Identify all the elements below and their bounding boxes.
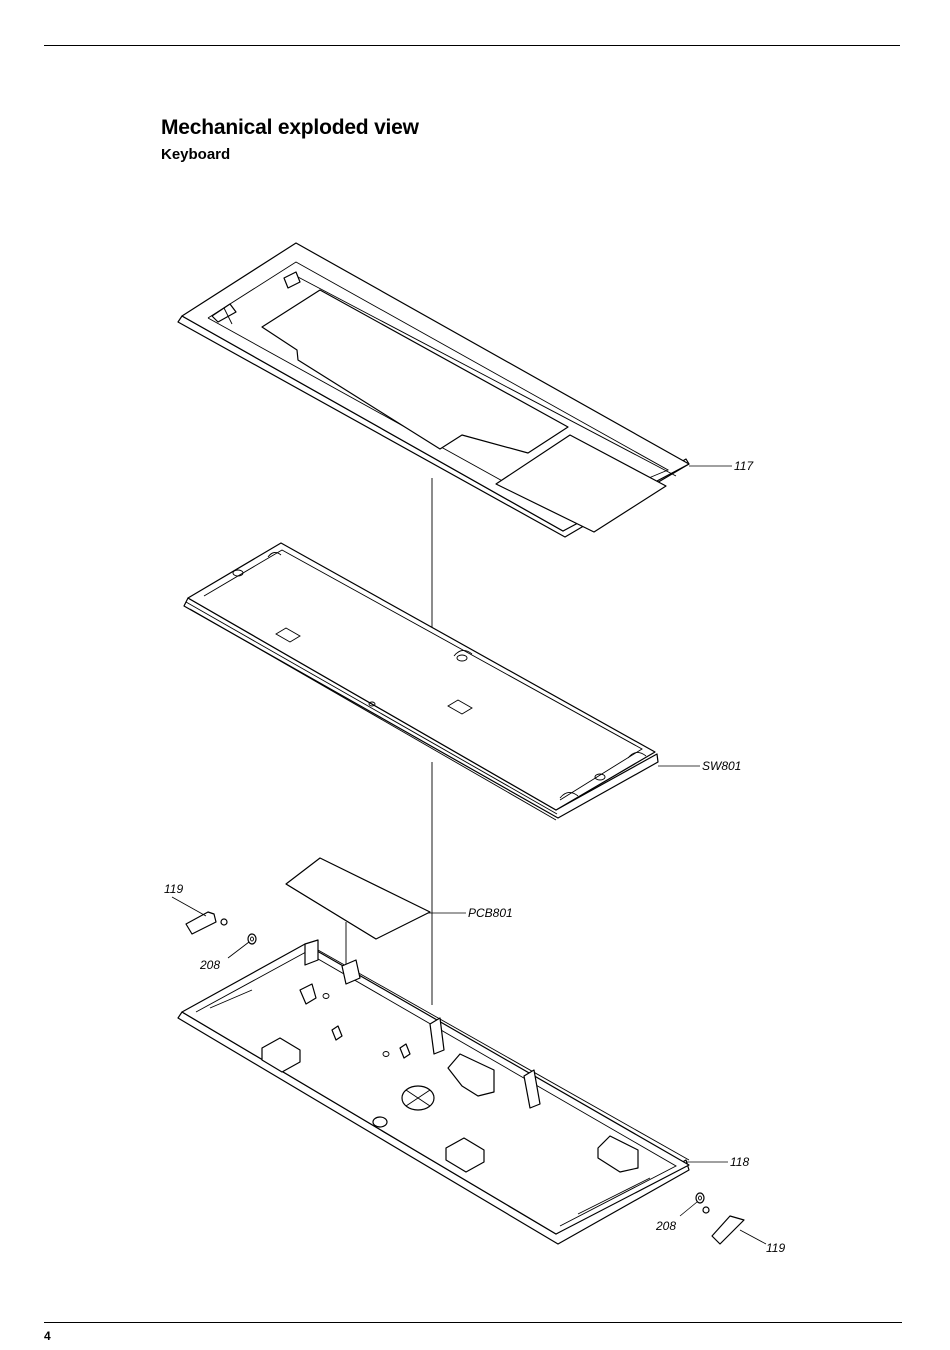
callout-pcb801: PCB801 — [468, 906, 513, 920]
bottom-rule — [44, 1322, 902, 1323]
pcb-801 — [286, 858, 430, 939]
bottom-case-118 — [178, 940, 689, 1244]
callout-117: 117 — [734, 459, 754, 473]
callout-sw801: SW801 — [702, 759, 741, 773]
washer-left-208 — [248, 934, 256, 944]
foot-left-119 — [186, 912, 227, 934]
callout-208-right: 208 — [655, 1219, 676, 1233]
callout-208-left: 208 — [199, 958, 220, 972]
foot-right-119 — [703, 1207, 744, 1244]
washer-right-208 — [696, 1193, 704, 1203]
callout-119-right: 119 — [766, 1241, 785, 1255]
page-number: 4 — [44, 1329, 51, 1343]
assembly-axis — [346, 478, 432, 1022]
switch-assembly-sw801 — [184, 543, 658, 820]
callout-119-left: 119 — [164, 882, 183, 896]
callout-118: 118 — [730, 1155, 749, 1169]
top-cover-117 — [178, 243, 689, 537]
